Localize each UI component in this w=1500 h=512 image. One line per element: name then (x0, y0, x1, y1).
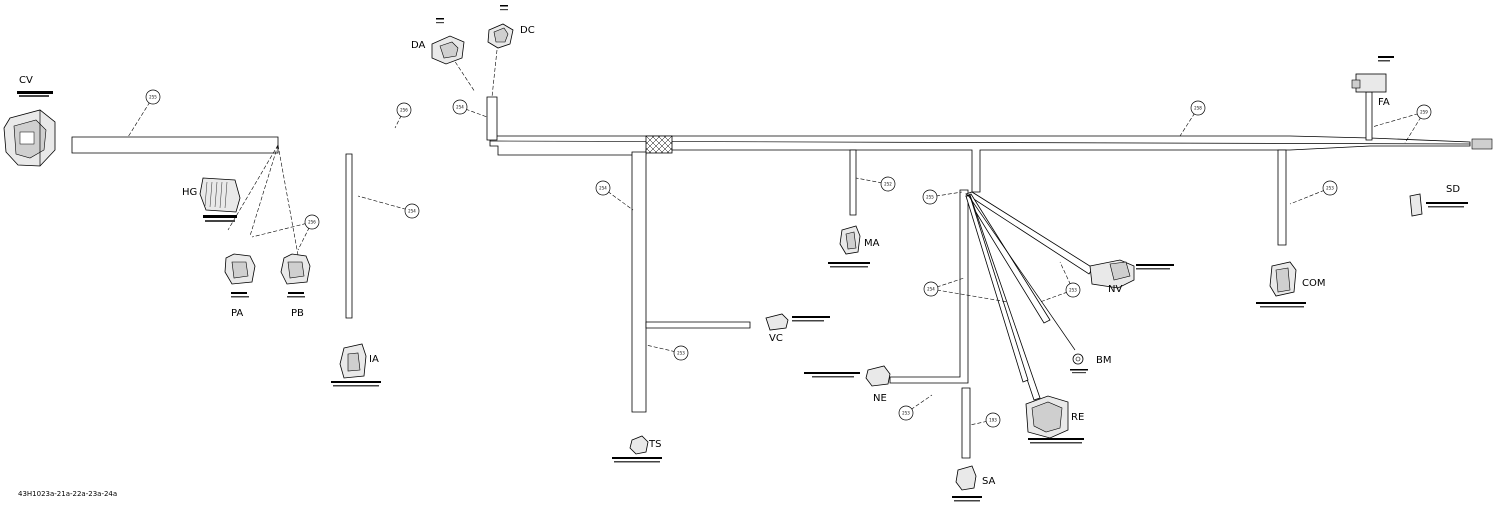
label-ts: TS (648, 439, 661, 450)
ground-bm (1070, 353, 1088, 374)
svg-text:254: 254 (927, 287, 935, 292)
label-dc: DC (520, 25, 535, 36)
tail-lamp-sa (952, 465, 982, 502)
svg-text:254: 254 (599, 186, 607, 191)
svg-text:254: 254 (408, 209, 416, 214)
regulator-re (1025, 395, 1084, 444)
label-nv: NV (1108, 284, 1122, 295)
harness-branch-ia (345, 153, 353, 319)
harness-branch-d (486, 96, 498, 141)
label-fa: FA (1378, 97, 1390, 108)
label-ne: NE (873, 393, 887, 404)
label-pb: PB (291, 308, 304, 319)
starter-solenoid-sd (1409, 193, 1468, 217)
harness-branch-ma (849, 149, 857, 216)
svg-text:253: 253 (1326, 186, 1334, 191)
label-sd: SD (1446, 184, 1460, 195)
harness-left-horizontal (71, 136, 279, 154)
label-ma: MA (864, 238, 880, 249)
connector-da (431, 18, 465, 65)
label-cv: CV (19, 75, 33, 86)
label-com: COM (1302, 278, 1325, 289)
harness-branch-ts (631, 151, 647, 413)
steering-harness-hg (199, 177, 241, 222)
label-da: DA (411, 40, 426, 51)
braid-hatch (645, 135, 673, 154)
svg-text:259: 259 (1420, 110, 1428, 115)
svg-text:255: 255 (926, 195, 934, 200)
svg-text:258: 258 (1194, 106, 1202, 111)
callout-bubbles: 255 256 254 256 254 254 253 252 255 254 … (145, 89, 1432, 428)
svg-text:252: 252 (884, 182, 892, 187)
svg-text:193: 193 (989, 418, 997, 423)
ecm-power-ma (828, 225, 870, 268)
speed-sensor-nv (1089, 259, 1174, 289)
harness-main (489, 135, 1471, 193)
label-ia: IA (369, 354, 379, 365)
svg-text:255: 255 (149, 95, 157, 100)
svg-text:256: 256 (308, 220, 316, 225)
headlamp-pa (224, 253, 256, 298)
harness-branch-ne (889, 189, 969, 384)
harness-fanout (965, 191, 1094, 401)
svg-text:253: 253 (1069, 288, 1077, 293)
label-sa: SA (982, 476, 996, 487)
connector-right-end (1471, 138, 1493, 150)
leader-lines (127, 49, 1425, 426)
headlamp-pb (280, 253, 311, 298)
svg-text:256: 256 (400, 108, 408, 113)
harness-branch-sa (961, 387, 971, 459)
svg-text:253: 253 (902, 411, 910, 416)
harness-branch-vc (645, 321, 751, 329)
fuse-fa (1351, 56, 1394, 93)
label-re: RE (1071, 412, 1084, 423)
fuel-sender-ne (804, 365, 891, 387)
label-bm: BM (1096, 355, 1112, 366)
label-vc: VC (769, 333, 783, 344)
label-pa: PA (231, 308, 243, 319)
outlet-vc (765, 313, 830, 331)
connector-dc (487, 5, 514, 49)
speedometer-cv (3, 91, 56, 167)
drawing-number: 43H1023a-21a-22a-23a-24a (18, 490, 117, 498)
svg-text:253: 253 (677, 351, 685, 356)
ignition-switch-ia (331, 343, 381, 387)
harness-branch-fa (1365, 91, 1373, 141)
svg-text:254: 254 (456, 105, 464, 110)
harness-braid-block (645, 135, 673, 154)
harness-branch-com (1277, 149, 1287, 246)
switch-ts (612, 435, 662, 463)
comm-port-com (1256, 261, 1306, 308)
label-hg: HG (182, 187, 197, 198)
